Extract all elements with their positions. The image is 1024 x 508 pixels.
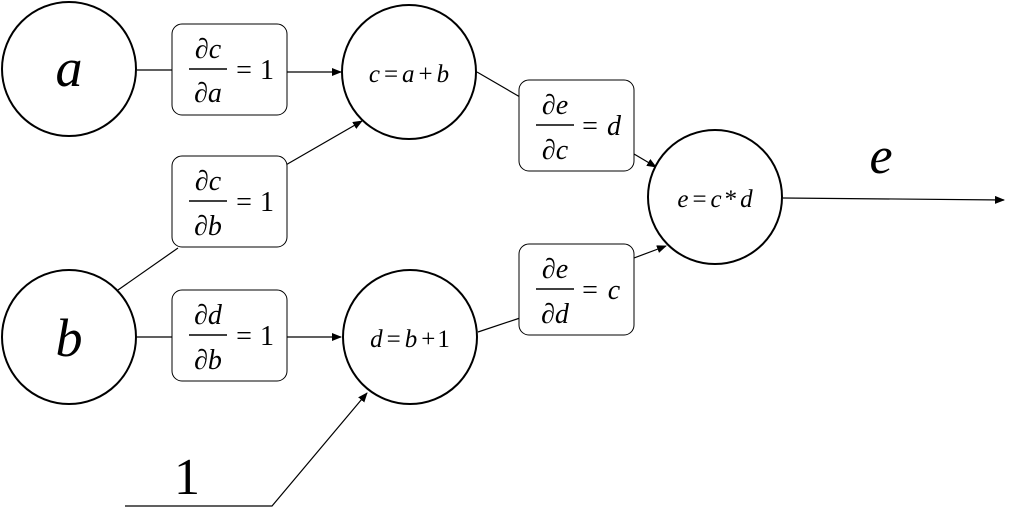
derivative-de-dd: ∂e ∂d = c [518,243,635,336]
derivative-dc-db-numerator: ∂c [195,166,222,197]
derivative-dd-db-value: 1 [260,321,274,352]
node-a-label: a [56,38,83,98]
derivative-dc-db: ∂c ∂b = 1 [171,155,288,248]
node-c-expression: c=a+b [369,61,449,88]
derivative-dd-db-denominator: ∂b [194,345,222,376]
node-e: e=c*d [647,129,783,265]
derivative-dc-da-value: 1 [260,55,274,86]
derivative-de-dd-numerator: ∂e [542,254,568,285]
derivative-dc-db-equals: = [236,187,252,218]
node-b-label: b [56,308,83,368]
derivative-de-dc-denominator: ∂c [542,135,569,166]
node-d-expression: d=b+1 [370,326,450,353]
node-c: c=a+b [341,4,477,140]
derivative-dd-db-numerator: ∂d [194,300,223,331]
derivative-dc-da-denominator: ∂a [194,78,222,109]
derivative-dd-db-equals: = [236,321,252,352]
edge-constant-to-d [125,392,368,507]
derivative-dc-da-numerator: ∂c [195,34,222,65]
edge-c-to-de-dc [476,71,521,98]
node-b: b [1,269,137,405]
derivative-de-dc-value: d [607,111,622,142]
edge-dc-db-to-c [283,120,363,167]
derivative-de-dc-numerator: ∂e [542,90,568,121]
derivative-dc-da: ∂c ∂a = 1 [171,23,288,116]
derivative-dd-db: ∂d ∂b = 1 [171,289,288,382]
edge-de-dc-to-e [633,153,657,168]
edge-b-to-dc-db [117,247,179,291]
constant-input-label: 1 [174,449,200,506]
output-label: e [869,128,892,185]
derivative-dc-da-equals: = [236,55,252,86]
derivative-de-dd-value: c [608,275,621,306]
edge-e-output [782,195,1005,204]
node-e-expression: e=c*d [677,186,753,213]
derivative-dc-db-value: 1 [260,187,274,218]
derivative-de-dc: ∂e ∂c = d [518,79,635,172]
edge-d-to-de-dd [477,317,521,333]
node-a: a [1,1,137,137]
derivative-de-dc-equals: = [582,111,598,142]
derivative-dc-db-denominator: ∂b [194,211,222,242]
derivative-de-dd-equals: = [582,275,598,306]
edge-de-dd-to-e [633,245,667,259]
derivative-de-dd-denominator: ∂d [541,299,570,330]
node-d: d=b+1 [342,269,478,405]
